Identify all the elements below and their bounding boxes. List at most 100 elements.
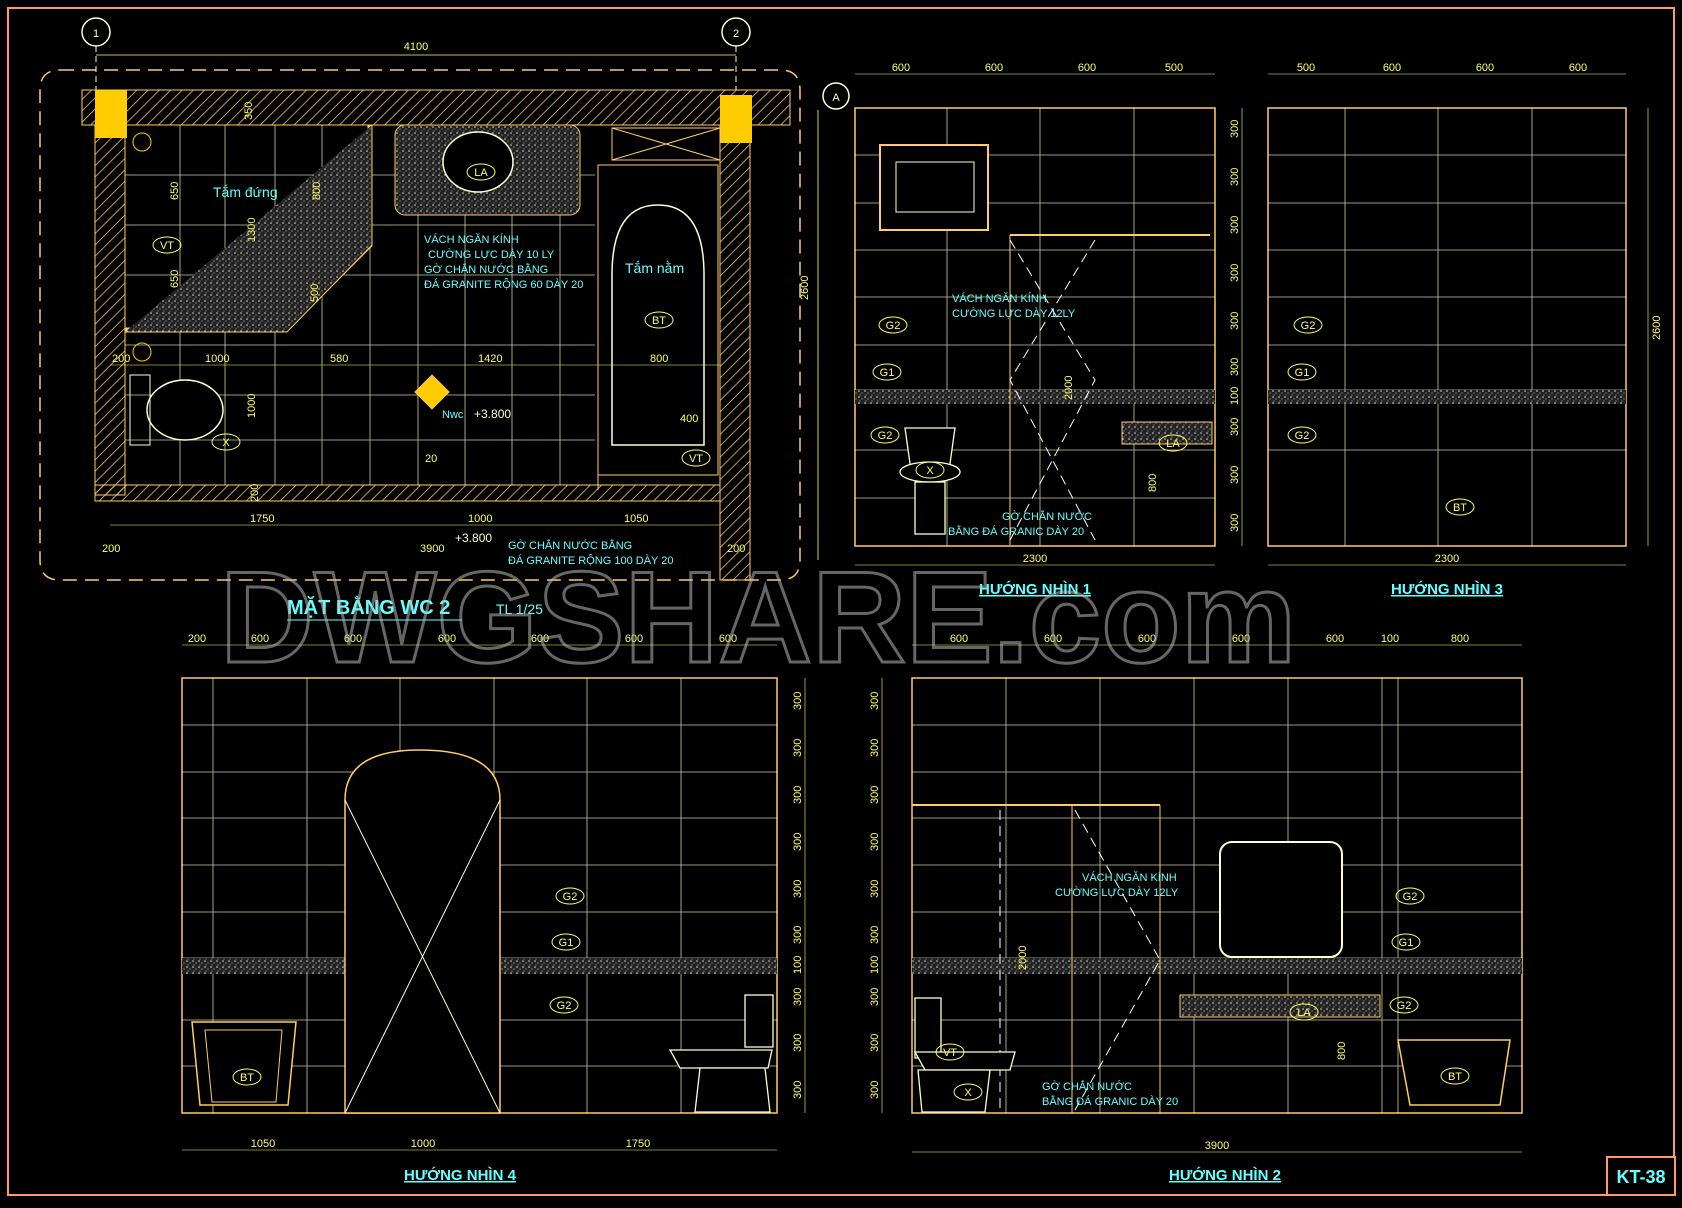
plan-dim-bottom-1: 1000 bbox=[468, 513, 492, 525]
plan-dim-mid-1: 1000 bbox=[205, 353, 229, 365]
view1-note2-line0: GỜ CHẮN NƯỚC bbox=[1002, 510, 1092, 523]
sheet-code: KT-38 bbox=[1616, 1167, 1665, 1187]
view1-note1-line0: VÁCH NGĂN KÍNH bbox=[952, 292, 1047, 305]
view4-dim-top-3: 600 bbox=[438, 633, 456, 645]
view2-dim-left-6: 100 bbox=[869, 956, 881, 974]
view1-title: HƯỚNG NHÌN 1 bbox=[979, 580, 1091, 598]
view1-dim-right-5: 300 bbox=[1229, 358, 1241, 376]
view3-tag-bt: BT bbox=[1453, 502, 1467, 514]
plan-dim-left-2: 650 bbox=[169, 270, 181, 288]
plan-note1-line1: CƯỜNG LỰC DÀY 10 LY bbox=[428, 248, 555, 261]
view2-dim-top-3: 600 bbox=[1232, 633, 1250, 645]
view2-dim-left-9: 300 bbox=[869, 1081, 881, 1099]
view3-dim-top-2: 600 bbox=[1476, 62, 1494, 74]
plan-tag-x: X bbox=[222, 437, 230, 449]
view4-dim-right-9: 300 bbox=[792, 1081, 804, 1099]
view3-dim-top-3: 600 bbox=[1569, 62, 1587, 74]
view2-dim-inner-1: 800 bbox=[1336, 1042, 1348, 1060]
view2-dim-left-0: 300 bbox=[869, 692, 881, 710]
view4-dim-right-8: 300 bbox=[792, 1034, 804, 1052]
plan-dim-inner-3: 1000 bbox=[246, 394, 258, 418]
plan-dim-inner-1: 1300 bbox=[246, 218, 258, 242]
view4-dim-top-4: 600 bbox=[531, 633, 549, 645]
view4-dim-right-4: 300 bbox=[792, 880, 804, 898]
view1-dim-top-2: 600 bbox=[1078, 62, 1096, 74]
plan-dim-extra-1: 200 bbox=[102, 543, 120, 555]
view1-dim-inner-1: 800 bbox=[1147, 474, 1159, 492]
axis-1-label: 1 bbox=[93, 28, 99, 40]
plan-note1-line2: GỜ CHẮN NƯỚC BẰNG bbox=[424, 263, 548, 276]
view3-tag-g2b: G2 bbox=[1295, 430, 1310, 442]
plan-dim-extra-3: 20 bbox=[425, 453, 437, 465]
view1-tag-g2a: G2 bbox=[886, 320, 901, 332]
view3-tag-g2a: G2 bbox=[1301, 320, 1316, 332]
plan-dim-right: 2600 bbox=[799, 276, 811, 300]
plan-dim-inner-0: 800 bbox=[311, 182, 323, 200]
view4-dims-right: 300 300 300 300 300 300 100 300 300 300 bbox=[792, 692, 804, 1099]
view1-dim-top-0: 600 bbox=[892, 62, 910, 74]
view4-dim-bottom-1: 1000 bbox=[411, 1138, 435, 1150]
view2-dim-bottom: 3900 bbox=[1205, 1140, 1229, 1152]
view4-title: HƯỚNG NHÌN 4 bbox=[404, 1166, 517, 1184]
view4-tag-g2a: G2 bbox=[563, 891, 578, 903]
view1-dim-top-1: 600 bbox=[985, 62, 1003, 74]
view2-tag-vt: VT bbox=[943, 1047, 957, 1059]
plan-note2-line1: ĐÁ GRANITE RỘNG 100 DÀY 20 bbox=[508, 554, 673, 567]
view2-dim-left-8: 300 bbox=[869, 1034, 881, 1052]
level-2-label: +3.800 bbox=[455, 531, 492, 545]
view2-tag-la: LA bbox=[1297, 1007, 1311, 1019]
view3-dim-bottom: 2300 bbox=[1435, 553, 1459, 565]
plan-scale: TL 1/25 bbox=[496, 601, 543, 617]
view2-dim-inner-0: 2000 bbox=[1017, 946, 1029, 970]
view4-dim-top-0: 200 bbox=[188, 633, 206, 645]
view2-dim-left-1: 300 bbox=[869, 739, 881, 757]
elevation-view-1: 600 600 600 500 2300 300 300 300 300 300… bbox=[854, 62, 1243, 598]
view1-dim-right-1: 300 bbox=[1229, 168, 1241, 186]
plan-dim-mid-4: 800 bbox=[650, 353, 668, 365]
level-1-label: +3.800 bbox=[474, 407, 511, 421]
floor-plan: 1 2 A 4100 2600 200 1000 580 1420 800 17… bbox=[39, 17, 850, 621]
view4-dim-bottom-0: 1050 bbox=[251, 1138, 275, 1150]
watermark: DWGSHARE.com bbox=[220, 544, 1296, 690]
view1-dim-right-8: 300 bbox=[1229, 466, 1241, 484]
view3-dim-top-1: 600 bbox=[1383, 62, 1401, 74]
plan-tag-vt: VT bbox=[160, 240, 174, 252]
view4-dim-bottom-2: 1750 bbox=[626, 1138, 650, 1150]
elevation-view-3: 500 600 600 600 2300 2600 G2 G1 G2 BT HƯ… bbox=[1267, 62, 1663, 598]
plan-dim-extra-0: 3900 bbox=[420, 543, 444, 555]
plan-dim-bottom-0: 1750 bbox=[250, 513, 274, 525]
view2-note1-line1: CƯỜNG LỰC DÀY 12LY bbox=[1055, 886, 1179, 899]
plan-dim-left-0: 350 bbox=[243, 102, 255, 120]
view2-tag-g2a: G2 bbox=[1403, 891, 1418, 903]
view4-dim-right-3: 300 bbox=[792, 833, 804, 851]
view1-dim-right-7: 300 bbox=[1229, 418, 1241, 436]
plan-tag-bt: BT bbox=[652, 315, 666, 327]
plan-tag-vt2: VT bbox=[689, 453, 703, 465]
view2-dim-left-2: 300 bbox=[869, 786, 881, 804]
view3-dim-right: 2600 bbox=[1651, 316, 1663, 340]
view4-dim-right-2: 300 bbox=[792, 786, 804, 804]
view4-dim-right-5: 300 bbox=[792, 926, 804, 944]
elevation-view-4: 200 600 600 600 600 600 600 1050 1000 17… bbox=[181, 633, 806, 1184]
view4-tag-bt: BT bbox=[240, 1072, 254, 1084]
view2-dim-top-1: 600 bbox=[1044, 633, 1062, 645]
view2-tag-bt: BT bbox=[1448, 1071, 1462, 1083]
view4-dim-right-6: 100 bbox=[792, 956, 804, 974]
view4-dim-top-5: 600 bbox=[625, 633, 643, 645]
plan-dim-extra-2: 200 bbox=[727, 543, 745, 555]
view1-dim-right-3: 300 bbox=[1229, 264, 1241, 282]
view1-dim-right-2: 300 bbox=[1229, 216, 1241, 234]
view2-note2-line1: BẰNG ĐÁ GRANIC DÀY 20 bbox=[1042, 1095, 1178, 1108]
view3-title: HƯỚNG NHÌN 3 bbox=[1391, 580, 1503, 598]
view4-dim-top-1: 600 bbox=[251, 633, 269, 645]
view1-tag-x: X bbox=[926, 465, 934, 477]
view2-tag-g1: G1 bbox=[1399, 937, 1414, 949]
view1-tag-la: LA bbox=[1166, 438, 1180, 450]
plan-note2-line0: GỜ CHẮN NƯỚC BẰNG bbox=[508, 539, 632, 552]
plan-dim-inner-2: 500 bbox=[309, 284, 321, 302]
view1-note2-line1: BẰNG ĐÁ GRANIC DÀY 20 bbox=[948, 525, 1084, 538]
view1-dim-right-9: 300 bbox=[1229, 514, 1241, 532]
view2-dim-top-6: 800 bbox=[1451, 633, 1469, 645]
view4-dim-right-0: 300 bbox=[792, 692, 804, 710]
